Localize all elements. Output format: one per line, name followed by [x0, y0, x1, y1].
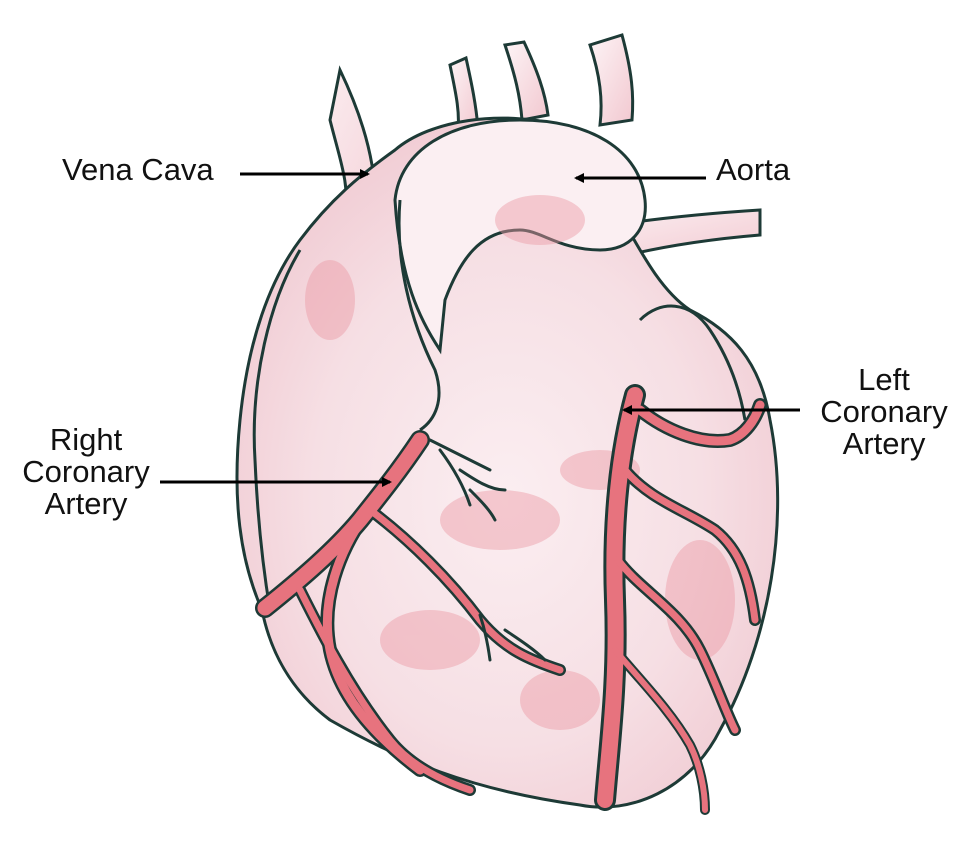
right-coronary-artery-label: Right Coronary Artery	[10, 424, 162, 520]
left-coronary-line-1: Left	[808, 364, 960, 396]
right-coronary-line-2: Coronary	[10, 456, 162, 488]
vena-cava-label-text: Vena Cava	[62, 154, 214, 186]
aortic-branch-2	[505, 42, 548, 120]
aortic-branch-3	[590, 35, 633, 125]
left-coronary-artery-label: Left Coronary Artery	[808, 364, 960, 460]
right-coronary-line-3: Artery	[10, 488, 162, 520]
aorta-label: Aorta	[716, 154, 790, 186]
left-coronary-line-3: Artery	[808, 428, 960, 460]
left-coronary-line-2: Coronary	[808, 396, 960, 428]
aorta-label-text: Aorta	[716, 154, 790, 186]
right-coronary-line-1: Right	[10, 424, 162, 456]
vena-cava-label: Vena Cava	[62, 154, 214, 186]
